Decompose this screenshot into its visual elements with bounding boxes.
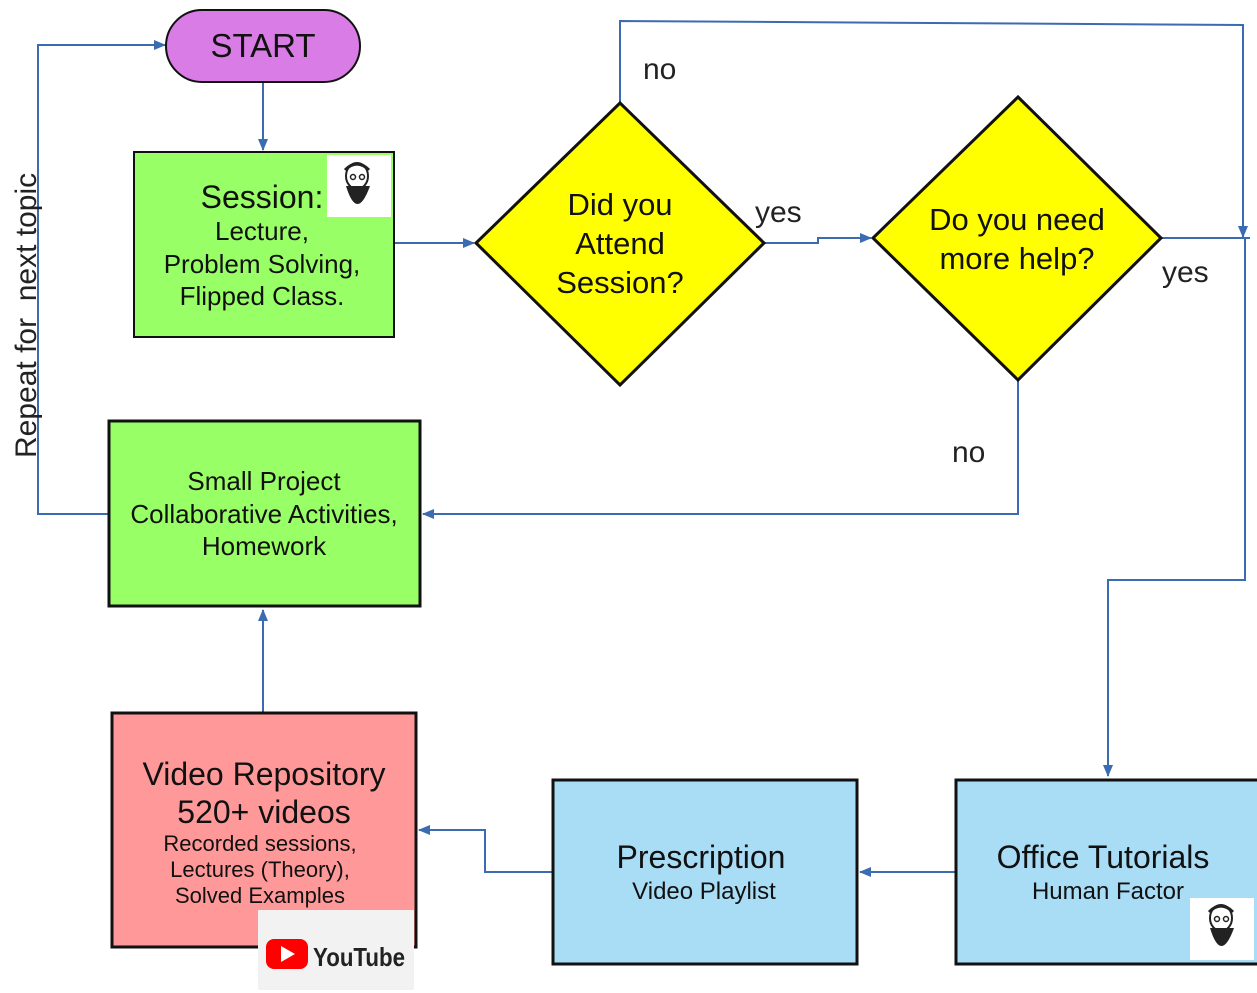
session-node: Session: Lecture, Problem Solving, Flipp… <box>133 151 395 338</box>
arrow-repeat-loop <box>37 40 166 515</box>
connectors <box>37 19 1250 877</box>
attend-line-2: Attend <box>575 226 665 261</box>
tutorials-node: Office Tutorials Human Factor <box>954 778 1257 966</box>
instructor-avatar <box>327 155 391 217</box>
help-yes-label: yes <box>1162 256 1209 289</box>
repo-title: Video Repository <box>142 756 385 792</box>
project-line-1: Small Project <box>187 466 341 496</box>
prescription-node: Prescription Video Playlist <box>551 778 859 966</box>
repeat-label: Repeat for next topic <box>10 173 43 458</box>
video-repository-node: Video Repository 520+ videos Recorded se… <box>110 711 418 949</box>
arrow-right-rail-to-tutorials <box>1103 238 1246 777</box>
repo-line-2: Lectures (Theory), <box>170 857 350 882</box>
repo-line-1: Recorded sessions, <box>163 831 356 856</box>
attend-no-label: no <box>643 53 676 86</box>
help-line-1: Do you need <box>929 202 1105 237</box>
session-line-1: Lecture, <box>215 216 309 246</box>
youtube-logo: YouTube <box>258 910 414 990</box>
help-decision-node: Do you need more help? <box>870 94 1164 383</box>
youtube-logo-text: YouTube <box>313 942 405 972</box>
start-label: START <box>210 27 315 64</box>
help-no-label: no <box>952 436 985 469</box>
arrow-help-no-to-project <box>422 381 1019 519</box>
arrow-attend-yes-to-help <box>764 233 872 244</box>
attend-decision-node: Did you Attend Session? <box>473 100 767 388</box>
session-title: Session: <box>201 179 324 215</box>
arrow-attend-no-route <box>619 19 1248 238</box>
attend-line-3: Session? <box>556 265 684 300</box>
start-node: START <box>165 9 361 83</box>
help-line-2: more help? <box>939 241 1094 276</box>
prescription-subtitle: Video Playlist <box>632 878 776 905</box>
attend-line-1: Did you <box>567 187 672 222</box>
attend-yes-label: yes <box>755 196 802 229</box>
repo-line-3: Solved Examples <box>175 883 345 908</box>
tutorials-title: Office Tutorials <box>997 839 1210 875</box>
tutorials-subtitle: Human Factor <box>1032 878 1184 905</box>
session-line-3: Flipped Class. <box>180 281 345 311</box>
tutor-avatar <box>1190 898 1254 960</box>
prescription-title: Prescription <box>617 839 786 875</box>
repo-count: 520+ videos <box>177 794 350 830</box>
session-line-2: Problem Solving, <box>164 249 361 279</box>
project-line-2: Collaborative Activities, <box>130 499 397 529</box>
project-node: Small Project Collaborative Activities, … <box>107 419 422 608</box>
project-line-3: Homework <box>202 531 327 561</box>
arrow-prescription-to-repo <box>418 825 552 873</box>
